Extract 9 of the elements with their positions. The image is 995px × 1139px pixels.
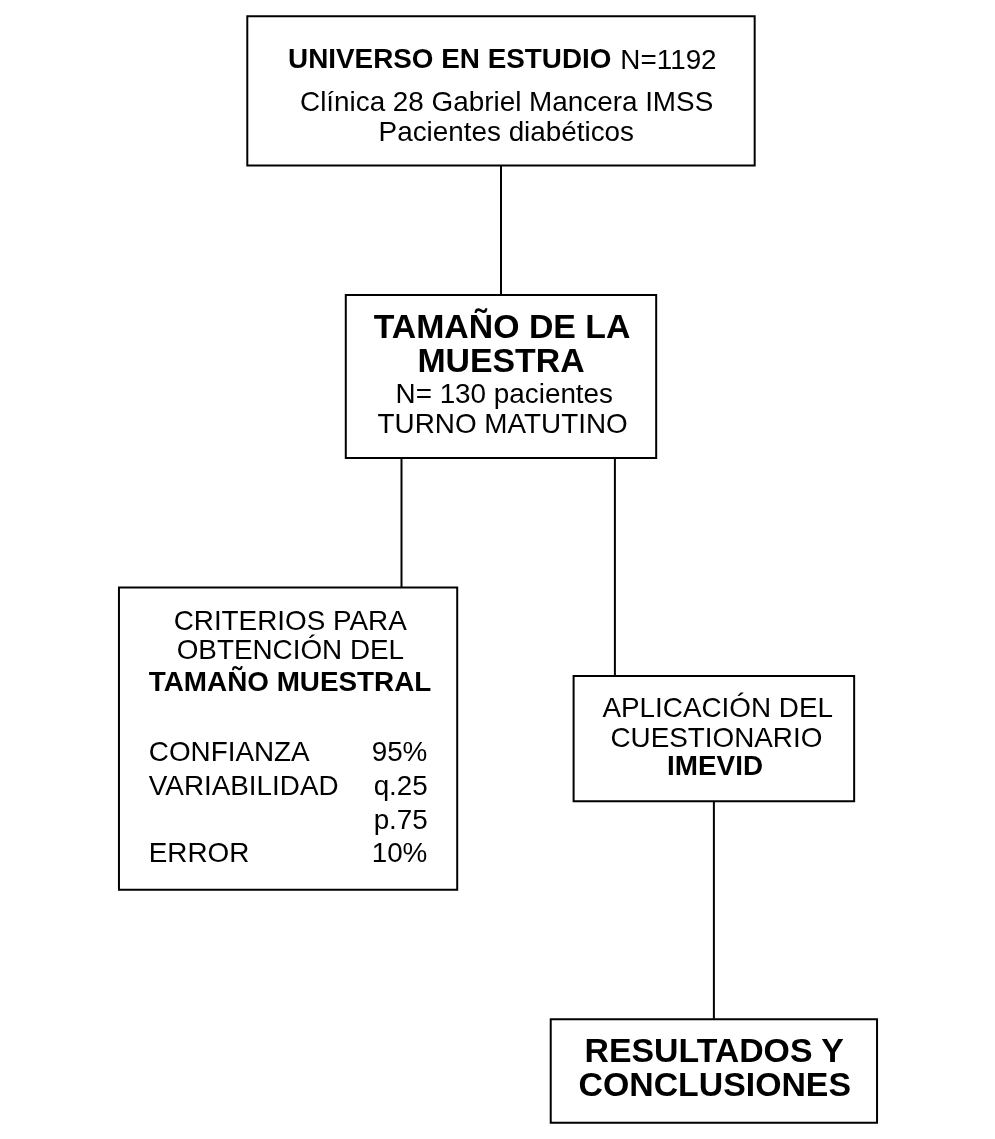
node-box: APLICACIÓN DEL CUESTIONARIO IMEVID (572, 674, 855, 803)
node-box: RESULTADOS Y CONCLUSIONES (549, 1018, 878, 1124)
connector (400, 457, 402, 588)
node-box: UNIVERSO EN ESTUDIO N=1192 Clínica 28 Gabriel Mancera IMSS Pacientes diabéticos (245, 15, 756, 167)
connector (499, 165, 502, 296)
connector (613, 457, 616, 677)
node-box: TAMAÑO DE LA MUESTRA N= 130 pacientes TURNO MATUTINO (344, 293, 657, 460)
node-box: CRITERIOS PARA OBTENCIÓN DEL TAMAÑO MUESTRAL CONFIANZA 95% VARIABILIDAD q.25 p.75 ERROR 10% (117, 586, 458, 891)
connector (712, 800, 715, 1020)
